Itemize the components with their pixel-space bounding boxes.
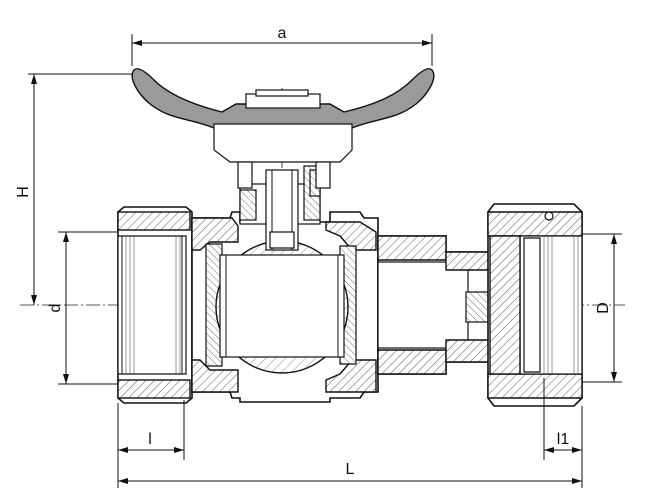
right-union — [377, 203, 583, 407]
dimension-l: l — [117, 400, 185, 460]
dimension-H: H — [15, 73, 132, 305]
dimension-a: a — [131, 25, 433, 66]
dimension-label-l1: l1 — [557, 431, 570, 448]
dimension-D: D — [582, 233, 622, 383]
dimension-d: d — [47, 231, 118, 385]
dimension-l1: l1 — [543, 378, 583, 488]
dimension-L: L — [117, 460, 582, 488]
butterfly-handle — [131, 68, 435, 189]
dimension-label-l: l — [148, 431, 152, 448]
dimension-label-a: a — [278, 25, 287, 42]
ball — [215, 240, 349, 374]
dimension-label-D: D — [595, 302, 612, 314]
dimension-label-H: H — [15, 186, 32, 198]
dimension-label-L: L — [346, 461, 355, 478]
dimension-label-d: d — [47, 304, 64, 313]
left-hex-end — [117, 206, 193, 404]
